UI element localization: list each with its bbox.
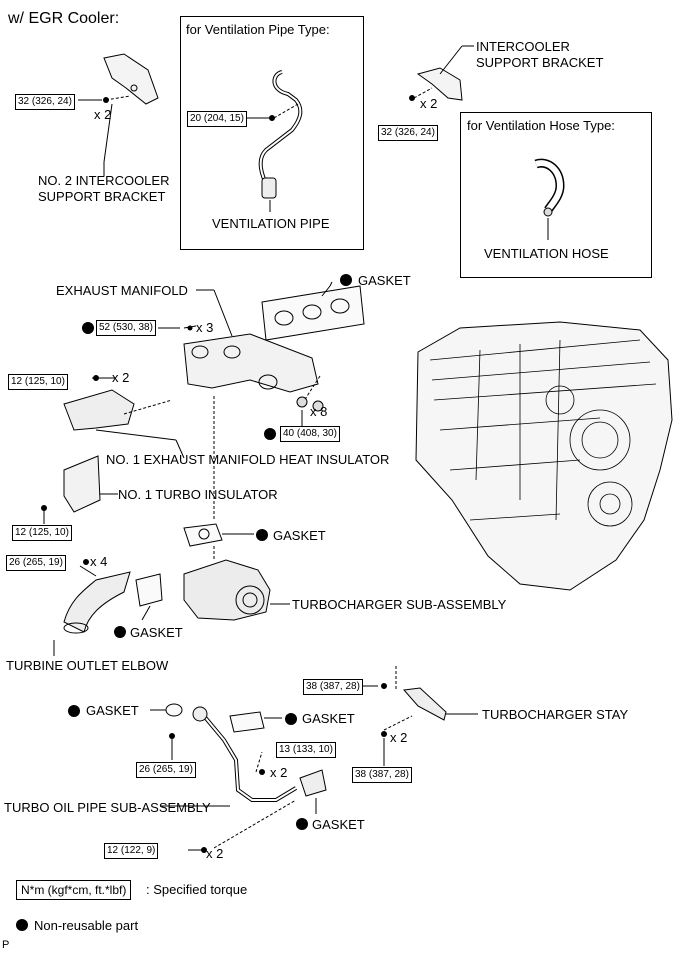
nonreusable-turbo-gasket-icon <box>256 529 268 541</box>
turbo-stay-label: TURBOCHARGER STAY <box>482 707 629 722</box>
intercooler-support-bracket <box>416 67 463 101</box>
torque-52: 52 (530, 38) <box>96 320 156 336</box>
ventilation-hose-panel <box>460 112 652 278</box>
turbocharger-label: TURBOCHARGER SUB-ASSEMBLY <box>292 597 507 612</box>
qty-x3: x 3 <box>196 320 214 335</box>
torque-32-left: 32 (326, 24) <box>15 94 75 110</box>
nonreusable-oil-gasket-left-icon <box>68 705 80 717</box>
oil-gasket-mid-label: GASKET <box>302 711 355 726</box>
nonreusable-40-icon <box>264 428 276 440</box>
turbo-gasket-label: GASKET <box>273 528 326 543</box>
qty-x4: x 4 <box>90 554 108 569</box>
engine-block-shape <box>415 321 673 591</box>
torque-12-heat: 12 (125, 10) <box>8 374 68 390</box>
exhaust-manifold-label: EXHAUST MANIFOLD <box>56 283 188 298</box>
footer-code: P <box>2 939 10 951</box>
turbo-insulator-shape <box>63 455 101 513</box>
turbo-insulator-label: NO. 1 TURBO INSULATOR <box>118 487 278 502</box>
torque-12-oil: 12 (122, 9) <box>104 843 159 859</box>
turbocharger-stay-shape <box>403 687 447 721</box>
ventilation-hose-label: VENTILATION HOSE <box>484 246 609 261</box>
qty-x2-left: x 2 <box>94 107 112 122</box>
oil-gasket-bottom-label: GASKET <box>312 817 365 832</box>
torque-legend-key: N*m (kgf*cm, ft.*lbf) <box>16 880 132 900</box>
exhaust-manifold-shape <box>183 333 319 393</box>
nonreusable-oil-gasket-bottom-icon <box>296 818 308 830</box>
ic-bracket-label-line1: INTERCOOLER <box>476 39 570 54</box>
nonreusable-legend-icon <box>16 919 28 931</box>
torque-26-elbow: 26 (265, 19) <box>6 555 66 571</box>
torque-legend-desc: : Specified torque <box>146 882 248 897</box>
page-title: w/ EGR Cooler: <box>8 10 120 27</box>
qty-x2-oil-mid: x 2 <box>270 765 288 780</box>
torque-13: 13 (133, 10) <box>276 742 336 758</box>
nonreusable-elbow-gasket-icon <box>114 626 126 638</box>
ic-bracket-label-line2: SUPPORT BRACKET <box>476 55 604 70</box>
torque-40: 40 (408, 30) <box>280 426 340 442</box>
torque-20: 20 (204, 15) <box>187 111 247 127</box>
turbocharger-shape <box>183 559 271 621</box>
heat-insulator-label: NO. 1 EXHAUST MANIFOLD HEAT INSULATOR <box>106 452 390 467</box>
hose-panel-title: for Ventilation Hose Type: <box>467 118 615 133</box>
no2-bracket-label-line1: NO. 2 INTERCOOLER <box>38 173 170 188</box>
torque-26-oil: 26 (265, 19) <box>136 762 196 778</box>
elbow-gasket-label: GASKET <box>130 625 183 640</box>
turbine-elbow-label: TURBINE OUTLET ELBOW <box>6 658 169 673</box>
heat-insulator-shape <box>63 389 135 431</box>
qty-x2-stay: x 2 <box>390 730 408 745</box>
qty-x2-right: x 2 <box>420 96 438 111</box>
torque-12-turbo: 12 (125, 10) <box>12 525 72 541</box>
qty-x2-oil-bottom: x 2 <box>206 846 224 861</box>
torque-32-right: 32 (326, 24) <box>378 125 438 141</box>
ventilation-pipe-label: VENTILATION PIPE <box>212 216 330 231</box>
torque-38-bottom: 38 (387, 28) <box>352 767 412 783</box>
qty-x2-heat: x 2 <box>112 370 130 385</box>
no2-bracket-label-line2: SUPPORT BRACKET <box>38 189 166 204</box>
torque-38-top: 38 (387, 28) <box>303 679 363 695</box>
turbo-gasket-shape <box>183 523 223 547</box>
nonreusable-52-icon <box>82 322 94 334</box>
nonreusable-gasket-top-icon <box>340 274 352 286</box>
oil-gasket-left-label: GASKET <box>86 703 139 718</box>
oil-gasket-shape <box>165 703 183 717</box>
gasket-top-label: GASKET <box>358 273 411 288</box>
no2-intercooler-bracket <box>103 53 159 105</box>
ventilation-pipe-panel <box>180 16 364 250</box>
nonreusable-legend-label: Non-reusable part <box>34 918 139 933</box>
pipe-panel-title: for Ventilation Pipe Type: <box>186 22 330 37</box>
qty-x8: x 8 <box>310 404 328 419</box>
oil-pipe-label: TURBO OIL PIPE SUB-ASSEMBLY <box>4 800 211 815</box>
nonreusable-oil-gasket-mid-icon <box>285 713 297 725</box>
